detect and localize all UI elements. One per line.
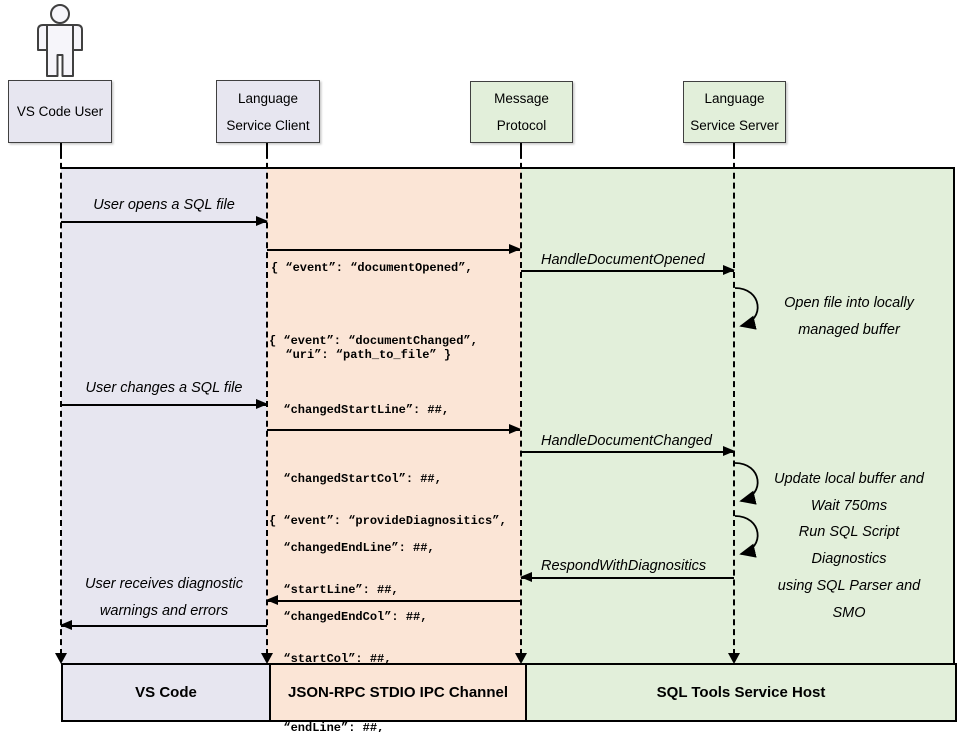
label-user-changes: User changes a SQL file <box>85 380 243 396</box>
actor-server-line2: Service Server <box>690 118 779 133</box>
actor-protocol-line1: Message <box>494 91 549 106</box>
band-top-border <box>61 167 955 169</box>
arrow-user-opens <box>61 216 268 226</box>
arrow-diagnostics-to-user <box>60 620 267 630</box>
footer-bar: VS Code JSON-RPC STDIO IPC Channel SQL T… <box>61 663 957 722</box>
actor-box-user: VS Code User <box>8 80 112 143</box>
lifeline-end-arrow-client <box>261 653 273 664</box>
lifeline-end-arrow-user <box>55 653 67 664</box>
arrow-handle-changed <box>521 446 735 456</box>
arrow-document-opened <box>267 244 521 254</box>
payload-document-opened: { “event”: “documentOpened”, “uri”: “pat… <box>271 261 473 362</box>
note-open-file: Open file into locally managed buffer <box>784 295 914 338</box>
actor-protocol-line2: Protocol <box>496 118 547 133</box>
self-loop-update-buffer <box>734 462 759 505</box>
arrow-user-changes <box>61 399 268 409</box>
label-user-receives: User receives diagnostic warnings and er… <box>61 571 267 625</box>
band-host <box>521 169 955 663</box>
label-handle-changed: HandleDocumentChanged <box>541 433 712 449</box>
note-update-buffer: Update local buffer and Wait 750ms <box>774 471 924 514</box>
footer-ipc: JSON-RPC STDIO IPC Channel <box>269 665 525 720</box>
self-loop-run-diagnostics <box>734 515 759 558</box>
arrow-diagnostics-to-client <box>266 595 520 605</box>
arrow-respond-diagnostics <box>520 572 734 582</box>
actor-box-server: Language Service Server <box>683 81 786 143</box>
note-run-diagnostics: Run SQL Script Diagnostics using SQL Par… <box>777 524 921 621</box>
lifeline-end-arrow-protocol <box>515 653 527 664</box>
actor-client-line1: Language <box>237 90 299 106</box>
label-respond-diagnostics: RespondWithDiagnositics <box>541 558 707 574</box>
lifeline-server <box>733 143 735 655</box>
band-vscode <box>61 169 267 663</box>
self-loop-open-file <box>734 287 759 330</box>
label-user-opens: User opens a SQL file <box>93 197 235 213</box>
person-icon <box>37 4 83 77</box>
arrow-document-changed <box>267 424 521 434</box>
label-user-receives-line2: warnings and errors <box>99 603 229 619</box>
arrow-handle-opened <box>521 265 735 275</box>
lifeline-end-arrow-server <box>728 653 740 664</box>
lifeline-user <box>60 143 62 655</box>
actor-client-line2: Service Client <box>226 117 310 133</box>
label-user-receives-line1: User receives diagnostic <box>85 576 243 592</box>
lifeline-protocol <box>520 143 522 655</box>
band-ipc <box>267 169 521 663</box>
actor-box-protocol: Message Protocol <box>470 81 573 143</box>
actor-box-client: Language Service Client <box>216 80 320 143</box>
footer-host: SQL Tools Service Host <box>525 665 955 720</box>
actor-server-line1: Language <box>704 91 765 106</box>
actor-user-label: VS Code User <box>16 104 104 119</box>
label-handle-opened: HandleDocumentOpened <box>541 252 705 268</box>
footer-vscode: VS Code <box>63 665 269 720</box>
payload-provide-diagnostics: { “event”: “provideDiagnositics”, “start… <box>269 514 507 732</box>
